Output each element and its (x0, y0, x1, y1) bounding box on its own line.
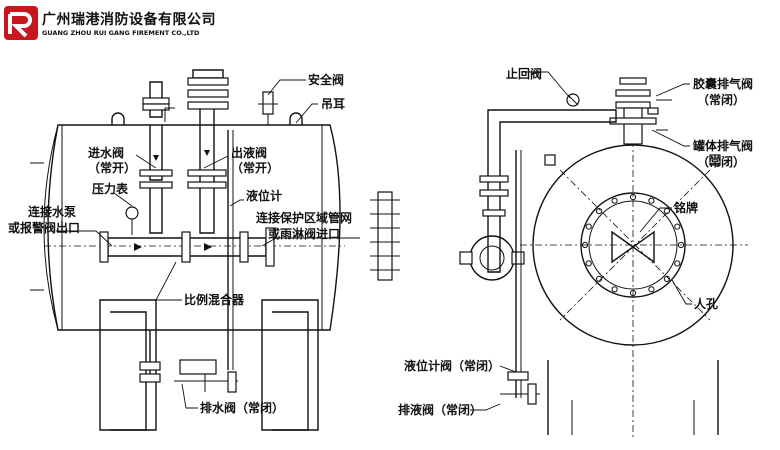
bolt-hole (663, 275, 671, 282)
bolt-hole (648, 286, 655, 293)
left-leader-lines (56, 79, 360, 409)
label-level-valve: 液位计阀（常闭） (404, 358, 500, 373)
label-level-gauge: 液位计 (246, 188, 282, 203)
label-protect-line2: 或雨淋阀进口 (268, 226, 340, 241)
bolt-hole (585, 223, 592, 230)
label-bladder-vent: 胶囊排气阀 (693, 76, 753, 91)
bolt-hole (663, 208, 671, 215)
label-safety-valve: 安全阀 (308, 72, 344, 87)
right-leader-lines (470, 71, 692, 411)
label-check-valve: 止回阀 (506, 66, 542, 81)
label-pump-line1: 连接水泵 (28, 204, 76, 219)
bolt-hole (648, 197, 655, 204)
bolt-hole (611, 197, 618, 204)
bolt-hole (611, 286, 618, 293)
end-view (459, 77, 748, 440)
company-name-en: GUANG ZHOU RUI GANG FIREMENT CO.,LTD (42, 29, 200, 37)
label-pressure-gauge: 压力表 (92, 181, 129, 196)
label-inlet-valve: 进水阀 (88, 145, 124, 160)
label-protect-line1: 连接保护区域管网 (256, 210, 352, 225)
bolt-hole (674, 260, 681, 267)
label-outlet-valve: 出液阀 (231, 145, 267, 160)
label-tank-vent: 罐体排气阀 (692, 138, 753, 153)
label-outlet-valve-state: （常开） (231, 160, 279, 175)
bolt-hole (674, 223, 681, 230)
label-mixer: 比例混合器 (184, 292, 245, 307)
bolt-hole (585, 260, 592, 267)
label-pump-line2: 或报警阀出口 (8, 220, 80, 235)
label-manhole: 人孔 (694, 296, 718, 311)
label-bladder-vent-state: （常闭） (697, 92, 745, 107)
bolt-hole (596, 208, 603, 215)
label-tank-vent-state: （常闭） (697, 154, 745, 169)
company-logo (4, 6, 38, 40)
label-drain-liquid: 排液阀（常闭） (398, 402, 482, 417)
label-inlet-valve-state: （常开） (88, 160, 136, 175)
company-name-cn: 广州瑞港消防设备有限公司 (42, 11, 216, 28)
bolt-hole (596, 275, 603, 282)
label-nameplate: 铭牌 (674, 200, 698, 215)
horizontal-tank-view (30, 69, 400, 431)
label-drain-valve: 排水阀（常闭） (200, 400, 284, 415)
label-lifting-lug: 吊耳 (321, 97, 345, 111)
